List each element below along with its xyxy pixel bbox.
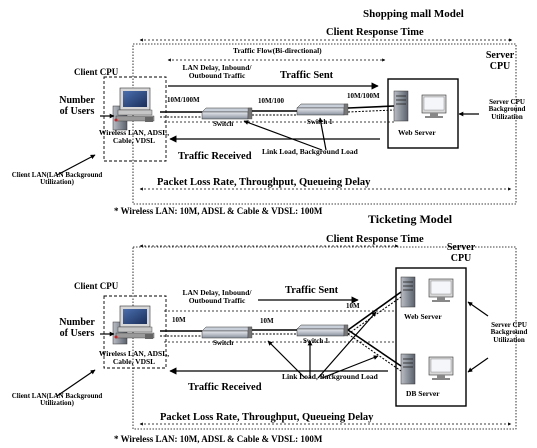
section-title: Ticketing Model <box>368 212 453 226</box>
client-response-time-label: Client Response Time <box>326 27 424 38</box>
lan-delay-label: LAN Delay, Inbound/Outbound Traffic <box>182 288 252 305</box>
footnote: * Wireless LAN: 10M, ADSL & Cable & VDSL… <box>114 206 323 216</box>
web-server-icon <box>400 276 454 308</box>
switch-1-icon <box>296 324 349 337</box>
client-box <box>103 295 167 369</box>
client-lan-arrow <box>56 154 96 176</box>
link-load-arrow <box>321 355 379 379</box>
server-background-arrow <box>467 357 489 373</box>
traffic-received-label: Traffic Received <box>188 382 262 393</box>
packet-loss-label: Packet Loss Rate, Throughput, Queueing D… <box>160 412 374 423</box>
client-cpu-label: Client CPU <box>74 281 119 291</box>
lan-delay-label: LAN Delay, Inbound/Outbound Traffic <box>182 63 252 80</box>
server-background-arrow <box>467 301 489 317</box>
link-load-arrow <box>317 311 377 379</box>
client-lan-arrow <box>56 369 96 397</box>
db-server-label: DB Server <box>406 389 440 398</box>
link-speed-label: 10M <box>172 316 186 324</box>
link-speed-label: 10M <box>260 317 274 325</box>
link-load-arrow <box>267 340 306 379</box>
link-load-arrow <box>243 120 323 151</box>
link-load-label: Link Load, Background Load <box>282 372 378 381</box>
shopping-mall-model <box>56 38 517 205</box>
switch-icon <box>201 326 253 339</box>
link-speed-label: 10M/100 <box>258 97 285 105</box>
web-server-label: Web Server <box>398 128 436 137</box>
switch-1-icon <box>296 103 349 116</box>
server-box <box>387 78 459 149</box>
switch-1-label: Switch 1 <box>303 337 329 345</box>
client-computer-icon <box>112 305 155 345</box>
switch-label: Switch <box>213 120 234 128</box>
ticketing-model <box>56 244 517 430</box>
db-server-icon <box>400 353 454 385</box>
link-lines <box>160 291 402 372</box>
link-load-label: Link Load, Background Load <box>262 147 358 156</box>
link-speed-label: 10M/100M <box>167 96 200 104</box>
section-title: Shopping mall Model <box>363 8 464 20</box>
switch-icon <box>201 107 253 120</box>
client-box <box>103 76 167 162</box>
link-speed-label: 10M <box>346 302 360 310</box>
access-type-label: Wireless LAN, ADSL,Cable, VDSL <box>98 128 170 145</box>
client-response-time-label: Client Response Time <box>326 234 424 245</box>
access-type-label: Wireless LAN, ADSL,Cable, VDSL <box>98 349 170 366</box>
traffic-received-label: Traffic Received <box>178 151 252 162</box>
client-computer-icon <box>112 87 155 131</box>
web-server-label: Web Server <box>404 312 442 321</box>
switch-label: Switch <box>213 339 234 347</box>
traffic-flow-label: Traffic Flow(Bi-directional) <box>233 46 322 55</box>
client-cpu-label: Client CPU <box>74 67 119 77</box>
link-speed-label: 10M/100M <box>347 92 380 100</box>
link-load-arrow <box>318 117 327 151</box>
traffic-sent-label: Traffic Sent <box>285 285 339 296</box>
footnote: * Wireless LAN: 10M, ADSL & Cable & VDSL… <box>114 434 323 444</box>
traffic-sent-label: Traffic Sent <box>280 70 334 81</box>
packet-loss-label: Packet Loss Rate, Throughput, Queueing D… <box>157 177 371 188</box>
web-server-icon <box>393 90 447 122</box>
link-lines <box>160 105 395 123</box>
server-box <box>395 267 467 407</box>
switch-1-label: Switch 1 <box>307 118 333 126</box>
outer-boundary <box>132 43 517 205</box>
